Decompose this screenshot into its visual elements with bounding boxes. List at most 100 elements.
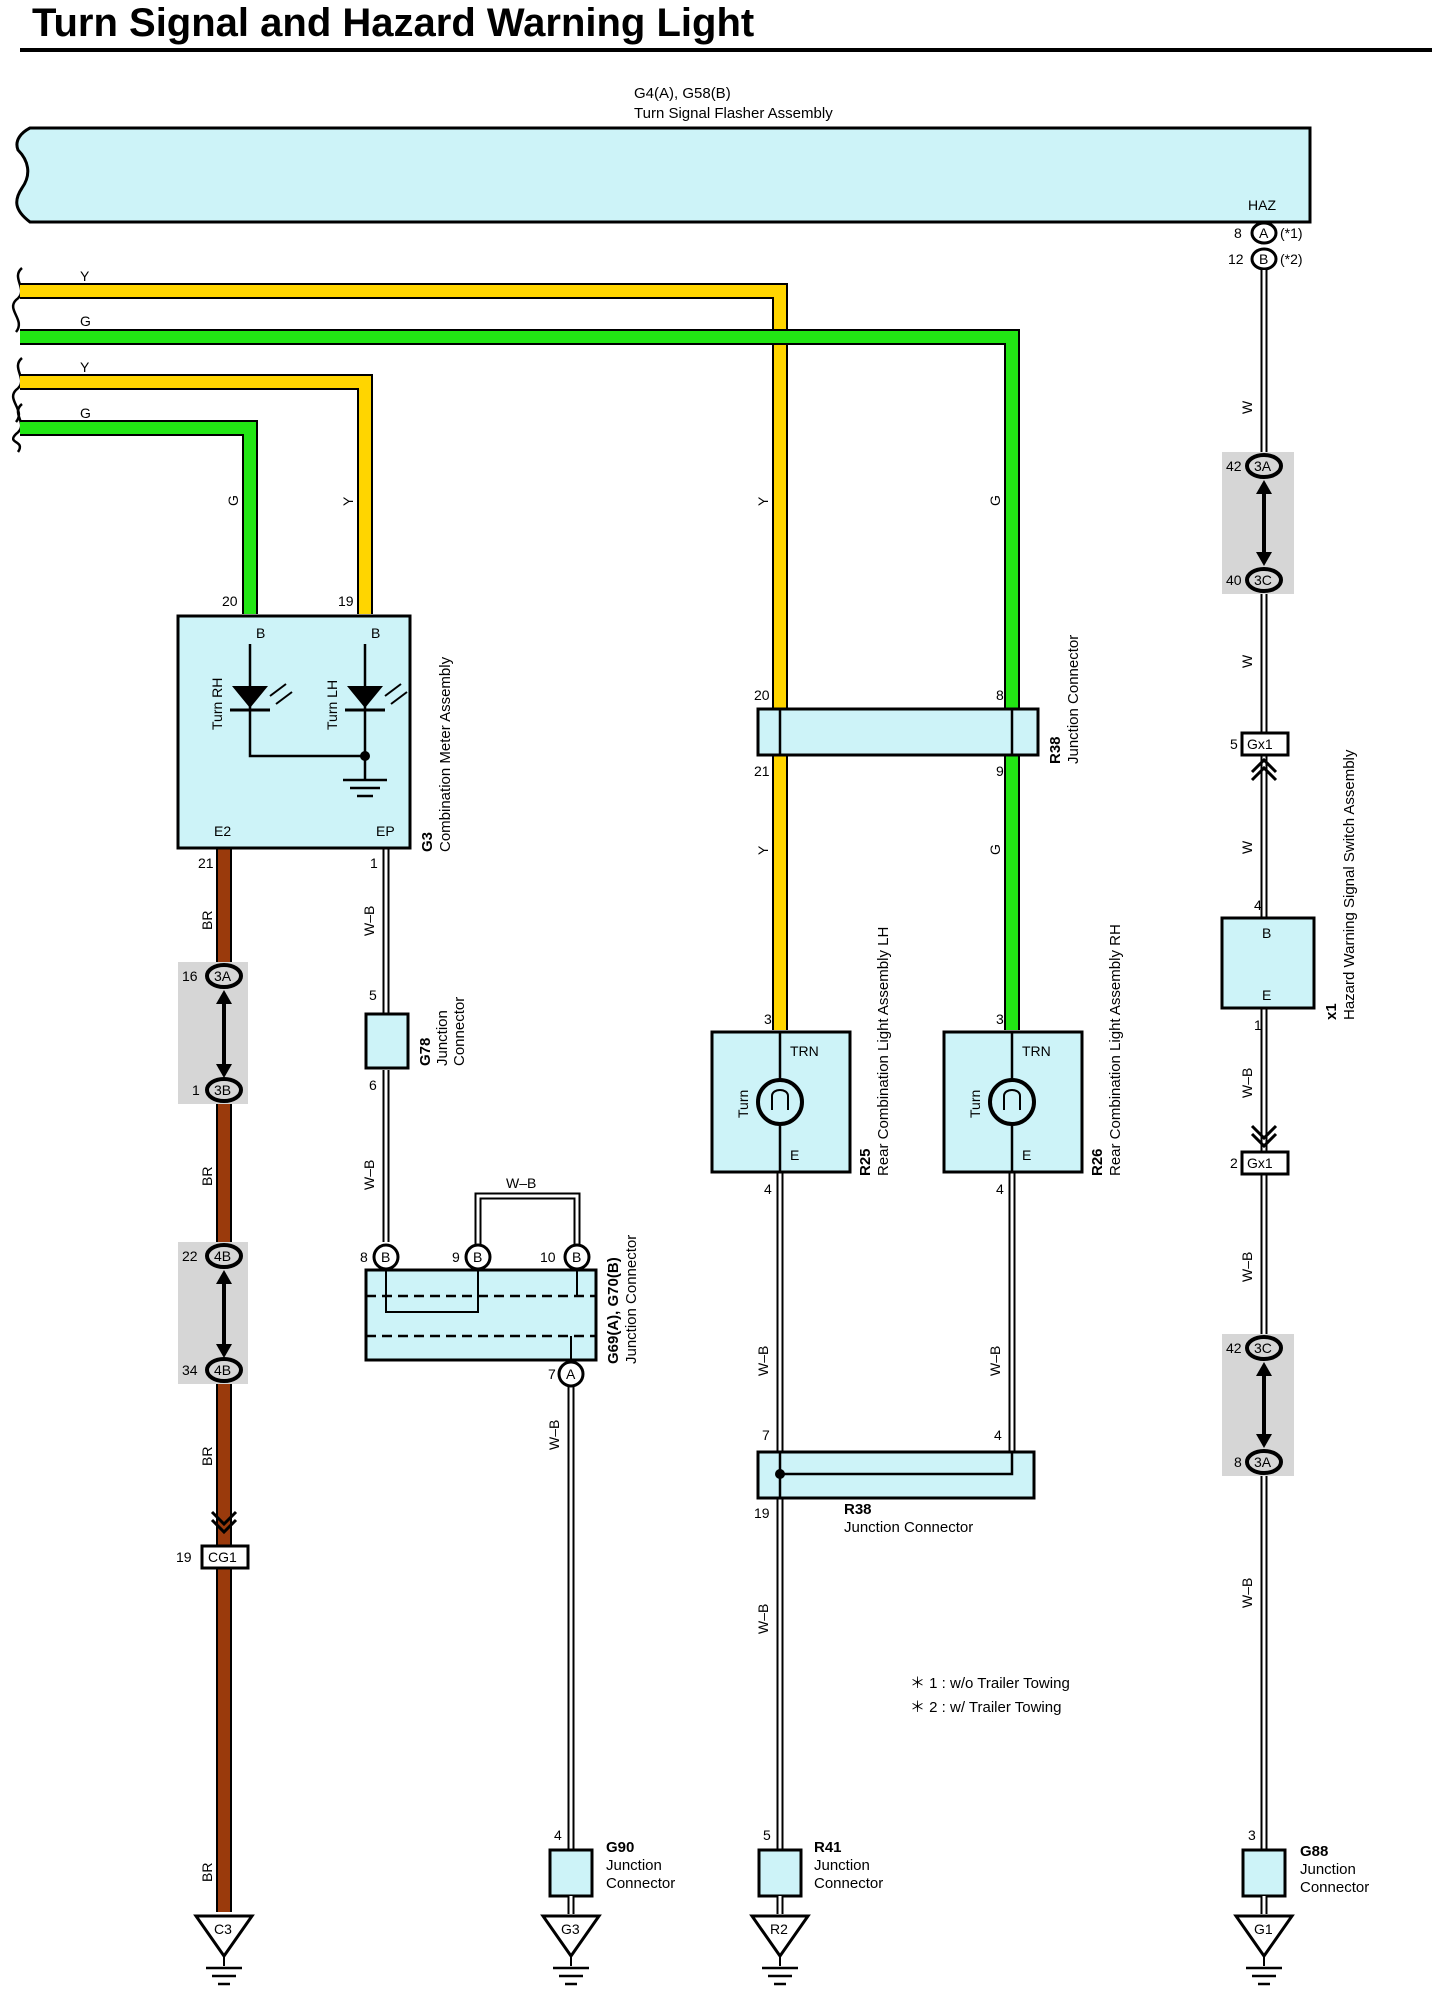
x1-ref: x1 [1323,1003,1340,1020]
wire-label-br4: BR [199,1863,215,1882]
connector-3c-3a-right: 3C 42 3A 8 [1222,1334,1294,1476]
r38-top-pin-21: 21 [754,763,770,779]
wire-label-w2: W [1239,654,1255,668]
r38-top-pin-9: 9 [996,763,1004,779]
turn-rh-led-icon [230,683,293,712]
wire-label-g-vert2: G [987,495,1003,506]
conn-gx1-top-label: Gx1 [1247,736,1273,752]
conn-gx1-bottom-label: Gx1 [1247,1155,1273,1171]
conn-3a-right2-label: 3A [1254,1454,1272,1470]
wire-label-br2: BR [199,1167,215,1186]
r25-rear-light-lh: 3 TRN Turn E 4 R25 Rear Combination Ligh… [710,927,892,1197]
yellow-wire-2 [20,374,373,614]
conn-cg1-pin: 19 [176,1549,192,1565]
g69-pin-7: 7 [548,1366,556,1382]
g69-conn-b2: B [473,1249,482,1265]
r41-pin: 5 [763,1827,771,1843]
connector-3a-3b-left: 3A 16 3B 1 [178,962,248,1104]
conn-3a-right2-pin: 8 [1234,1454,1242,1470]
x1-hazard-switch: 4 B E 1 x1 Hazard Warning Signal Switch … [1220,749,1358,1033]
g69-conn-a: A [566,1366,576,1382]
wire-label-w1: W [1239,400,1255,414]
wire-label-wb1: W–B [361,906,377,936]
wire-label-y1: Y [80,268,90,284]
ground-g3-icon: G3 [540,1914,602,1986]
page-title: Turn Signal and Hazard Warning Light [32,1,754,45]
r26-bulb-icon [988,1078,1036,1126]
flasher-conn-a [1250,221,1278,245]
r38-top-name: Junction Connector [1065,635,1082,764]
conn-3b-left-label: 3B [214,1082,231,1098]
conn-3a-right-label: 3A [1254,458,1272,474]
meter-pin-19: 19 [338,593,354,609]
meter-lamp-rh-label: Turn RH [209,678,225,730]
wire-label-y-vert2: Y [755,496,771,506]
flasher-terminal-haz: HAZ [1248,197,1276,213]
meter-term-b1: B [256,625,265,641]
r26-term-e: E [1022,1147,1031,1163]
r26-name: Rear Combination Light Assembly RH [1107,924,1124,1176]
meter-term-ep: EP [376,823,395,839]
conn-3a-left-pin: 16 [182,968,198,984]
wire-label-y-vert: Y [340,496,356,506]
conn-3c-right2-label: 3C [1254,1340,1272,1356]
g78-pin-out: 6 [369,1077,377,1093]
note-1: ＊ 1 : w/o Trailer Towing [910,1675,1070,1692]
g90-ref: G90 [606,1839,634,1856]
r38-top-junction-connector: 20 8 21 9 R38 Junction Connector [754,635,1082,779]
r25-name: Rear Combination Light Assembly LH [875,927,892,1176]
connector-cg1: CG1 19 [176,1510,250,1570]
r38-bottom-junction-connector: 7 4 19 R38 Junction Connector [754,1427,1036,1536]
connector-gx1-top: Gx1 5 [1230,731,1290,782]
ground-g3-label: G3 [561,1921,580,1937]
ground-leads [567,1896,1268,1914]
wire-break-marks [11,267,23,453]
g78-name1: Junction [434,1010,451,1066]
x1-name: Hazard Warning Signal Switch Assembly [1341,749,1358,1020]
r25-bulb-icon [756,1078,804,1126]
r38-bottom-ref: R38 [844,1501,872,1518]
r26-ref: R26 [1089,1148,1106,1176]
g78-name2: Connector [451,997,468,1066]
ground-g1-label: G1 [1254,1921,1273,1937]
ground-c3-label: C3 [214,1921,232,1937]
r25-pin-in: 3 [764,1011,772,1027]
g90-name1: Junction [606,1857,662,1874]
connector-4b-left: 4B 22 4B 34 [178,1242,248,1384]
flasher-pin-a: 8 [1234,225,1242,241]
r25-term-e: E [790,1147,799,1163]
wire-label-wb7: W–B [1239,1068,1255,1098]
flasher-assembly: G4(A), G58(B) Turn Signal Flasher Assemb… [15,85,1312,271]
flasher-conn-b-label: B [1259,251,1268,267]
g78-ref: G78 [417,1038,434,1066]
conn-3b-left-pin: 1 [192,1082,200,1098]
g69-g70-junction-connector: B 8 B 9 B 10 A 7 G69(A), G70(B) Junction… [360,1235,640,1388]
wire-label-g-vert: G [225,495,241,506]
x1-pin-in: 4 [1254,897,1262,913]
g88-name1: Junction [1300,1861,1356,1878]
g90-junction-connector: 4 G90 Junction Connector [548,1827,675,1898]
r38-top-pin-8: 8 [996,687,1004,703]
g69-pin-8: 8 [360,1249,368,1265]
wire-label-wb8: W–B [1239,1252,1255,1282]
r38-top-pin-20: 20 [754,687,770,703]
meter-term-b2: B [371,625,380,641]
g69-conn-b3: B [572,1249,581,1265]
r26-pin-out: 4 [996,1181,1004,1197]
conn-gx1-top-pin: 5 [1230,736,1238,752]
wire-label-wb6: W–B [755,1604,771,1634]
flasher-note-b: (*2) [1280,251,1303,267]
x1-pin-out: 1 [1254,1017,1262,1033]
ground-r2-label: R2 [770,1921,788,1937]
conn-gx1-bottom-pin: 2 [1230,1155,1238,1171]
r41-ref: R41 [814,1839,842,1856]
wire-label-wb4: W–B [755,1346,771,1376]
conn-3c-right-label: 3C [1254,572,1272,588]
wire-label-wb5: W–B [987,1346,1003,1376]
ground-g1-icon: G1 [1233,1914,1295,1986]
g69-jumper-label: W–B [506,1175,536,1191]
meter-pin-1: 1 [370,855,378,871]
g88-junction-connector: 3 G88 Junction Connector [1241,1827,1369,1898]
wire-label-br3: BR [199,1447,215,1466]
r26-bulb-label: Turn [967,1090,983,1118]
